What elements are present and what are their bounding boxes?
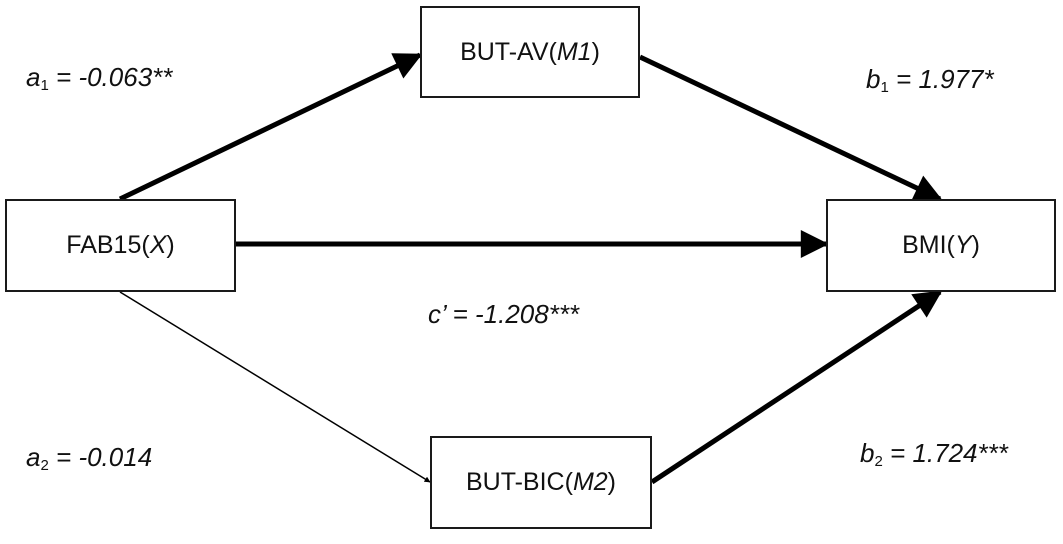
coef-b1-sub: 1 (880, 79, 889, 96)
node-x-name: FAB15 (66, 231, 142, 259)
arrow-x-to-m2 (119, 291, 431, 483)
node-x-close: ) (166, 231, 175, 259)
node-m1-but-av: BUT-AV (M1) (420, 6, 640, 98)
node-y-open: ( (946, 231, 955, 259)
coef-c-prime-label: c’ = -1.208*** (428, 301, 579, 327)
node-x-fab15: FAB15 (X) (5, 199, 236, 292)
coef-b1-value: = 1.977* (888, 64, 994, 94)
node-m1-open: ( (548, 37, 557, 66)
node-m2-but-bic: BUT-BIC (M2) (430, 436, 652, 529)
coef-b1-symbol: b (866, 64, 881, 94)
node-x-open: ( (141, 231, 150, 259)
arrow-x-to-m1 (118, 52, 423, 202)
coef-a1-sub: 1 (40, 77, 49, 94)
node-m2-open: ( (564, 468, 573, 496)
node-y-close: ) (971, 231, 980, 259)
coef-a2-sub: 2 (40, 457, 49, 474)
coef-a1-label: a1 = -0.063** (26, 64, 172, 93)
coef-c-text: c’ = -1.208*** (428, 299, 580, 329)
node-m2-name: BUT-BIC (465, 468, 565, 496)
node-m1-name: BUT-AV (460, 37, 549, 66)
node-x-var: X (149, 231, 167, 259)
node-m1-var: M1 (556, 37, 592, 66)
arrow-m2-to-y (650, 289, 943, 485)
coef-a2-symbol: a (26, 442, 41, 472)
coef-b2-value: = 1.724*** (882, 438, 1008, 468)
coef-b2-symbol: b (860, 438, 875, 468)
node-y-name: BMI (902, 231, 947, 259)
coef-a2-label: a2 = -0.014 (26, 444, 152, 473)
coef-a2-value: = -0.014 (48, 442, 153, 472)
coef-b2-sub: 2 (874, 453, 883, 470)
coef-b1-label: b1 = 1.977* (866, 66, 994, 95)
coef-a1-symbol: a (26, 62, 41, 92)
node-y-bmi: BMI (Y) (826, 199, 1056, 292)
arrow-m1-to-y (638, 54, 943, 202)
node-y-var: Y (954, 231, 972, 259)
node-m2-close: ) (607, 468, 616, 496)
coef-a1-value: = -0.063** (48, 62, 173, 92)
coef-b2-label: b2 = 1.724*** (860, 440, 1008, 469)
node-m2-var: M2 (572, 468, 608, 496)
node-m1-close: ) (591, 37, 600, 66)
